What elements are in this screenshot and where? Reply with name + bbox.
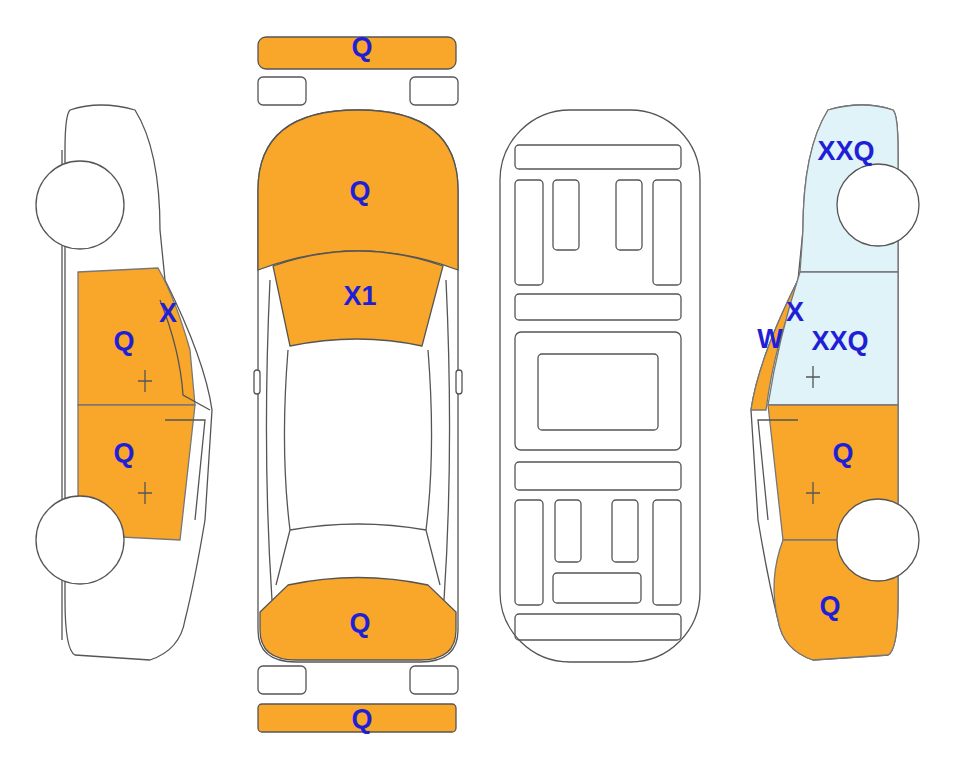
headlight bbox=[258, 77, 306, 105]
damage-code: Q bbox=[349, 610, 370, 637]
damage-code: Q bbox=[349, 178, 370, 205]
damage-code: Q bbox=[113, 440, 134, 467]
damage-code: Q bbox=[832, 440, 853, 467]
front-door-panel bbox=[78, 268, 195, 405]
frame-part bbox=[515, 500, 543, 605]
wheel bbox=[36, 161, 124, 249]
frame-part bbox=[555, 500, 581, 562]
window-line bbox=[165, 420, 205, 520]
hood-panel bbox=[258, 110, 458, 270]
rear-bumper bbox=[258, 704, 456, 732]
underbody-view bbox=[500, 110, 700, 662]
frame-part bbox=[653, 180, 681, 285]
frame-part bbox=[553, 573, 641, 603]
body-line bbox=[284, 350, 431, 530]
frame-part bbox=[515, 145, 681, 169]
frame-part bbox=[538, 354, 658, 430]
frame-part bbox=[515, 614, 681, 640]
right-side-view bbox=[751, 105, 919, 660]
damage-code: Q bbox=[351, 706, 372, 733]
damage-code: X bbox=[159, 300, 177, 327]
door-handle bbox=[806, 482, 820, 504]
damage-code: XXQ bbox=[811, 328, 868, 355]
mirror bbox=[254, 370, 260, 394]
front-door-panel bbox=[768, 272, 898, 405]
rear-window-line bbox=[276, 524, 440, 585]
damage-code: X1 bbox=[343, 283, 376, 310]
damage-code: W bbox=[757, 326, 782, 353]
underbody-outline bbox=[500, 110, 700, 662]
frame-part bbox=[616, 180, 642, 250]
damage-code: XXQ bbox=[817, 138, 874, 165]
frame-part bbox=[515, 462, 681, 490]
frame-part bbox=[515, 294, 681, 320]
left-side-view bbox=[36, 105, 212, 660]
damage-code: Q bbox=[819, 593, 840, 620]
body-line bbox=[266, 280, 449, 600]
damage-code: Q bbox=[351, 34, 372, 61]
frame-part bbox=[515, 180, 543, 285]
top-view bbox=[254, 37, 462, 732]
headlight bbox=[410, 77, 458, 105]
door-handle bbox=[806, 366, 820, 388]
frame-part bbox=[515, 332, 681, 450]
wheel bbox=[36, 496, 124, 584]
window-line bbox=[758, 420, 798, 520]
mirror bbox=[456, 370, 462, 394]
trunk-panel bbox=[260, 578, 456, 661]
taillight bbox=[410, 666, 458, 694]
door-handle bbox=[138, 370, 152, 392]
wheel bbox=[837, 164, 919, 246]
frame-part bbox=[553, 180, 579, 250]
body-outline bbox=[258, 110, 458, 662]
door-handle bbox=[138, 482, 152, 504]
frame-part bbox=[653, 500, 681, 605]
damage-code: Q bbox=[113, 328, 134, 355]
wheel bbox=[837, 499, 919, 581]
frame-part bbox=[612, 500, 638, 562]
windshield-panel bbox=[273, 251, 443, 346]
damage-code: X bbox=[786, 299, 804, 326]
taillight bbox=[258, 666, 306, 694]
